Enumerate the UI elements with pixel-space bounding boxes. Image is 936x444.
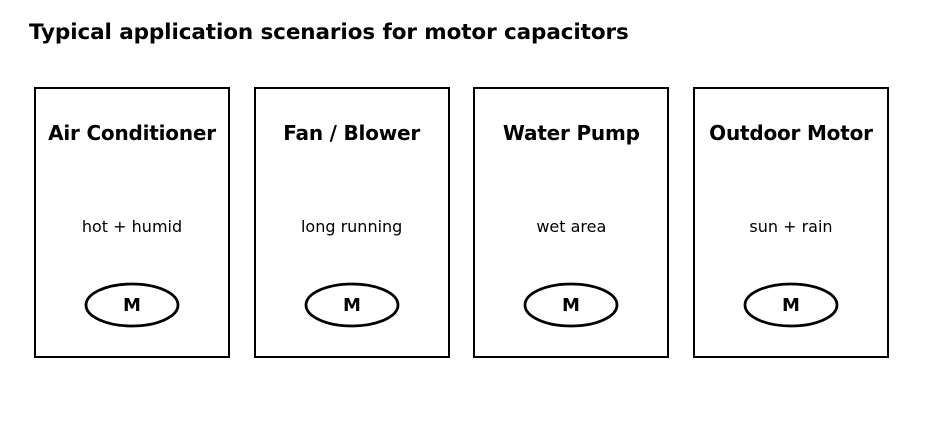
motor-ellipse-symbol: M	[84, 282, 180, 328]
page-title: Typical application scenarios for motor …	[29, 20, 629, 45]
motor-ellipse-shape	[84, 282, 180, 328]
motor-ellipse-shape	[743, 282, 839, 328]
motor-ellipse-shape	[523, 282, 619, 328]
scenario-card-fan-blower[interactable]: Fan / Blower long running M	[253, 87, 450, 358]
scenario-card-outdoor-motor[interactable]: Outdoor Motor sun + rain M	[692, 87, 889, 358]
card-subtitle: sun + rain	[749, 217, 833, 236]
card-title: Fan / Blower	[283, 121, 421, 145]
card-subtitle: long running	[300, 217, 403, 236]
scenario-card-air-conditioner[interactable]: Air Conditioner hot + humid M	[34, 87, 230, 358]
scenario-card-water-pump[interactable]: Water Pump wet area M	[473, 87, 670, 358]
card-title: Outdoor Motor	[709, 121, 873, 145]
motor-label: M	[562, 295, 580, 316]
motor-ellipse-symbol: M	[743, 282, 839, 328]
motor-label: M	[343, 295, 361, 316]
card-title: Air Conditioner	[48, 121, 216, 145]
motor-label: M	[123, 295, 141, 316]
motor-ellipse-shape	[304, 282, 400, 328]
card-title: Water Pump	[502, 121, 640, 145]
motor-ellipse-symbol: M	[523, 282, 619, 328]
scenario-card-row: Air Conditioner hot + humid M Fan / Blow…	[34, 87, 889, 358]
motor-label: M	[782, 295, 800, 316]
card-subtitle: hot + humid	[81, 217, 183, 236]
motor-ellipse-symbol: M	[304, 282, 400, 328]
card-subtitle: wet area	[536, 217, 607, 236]
